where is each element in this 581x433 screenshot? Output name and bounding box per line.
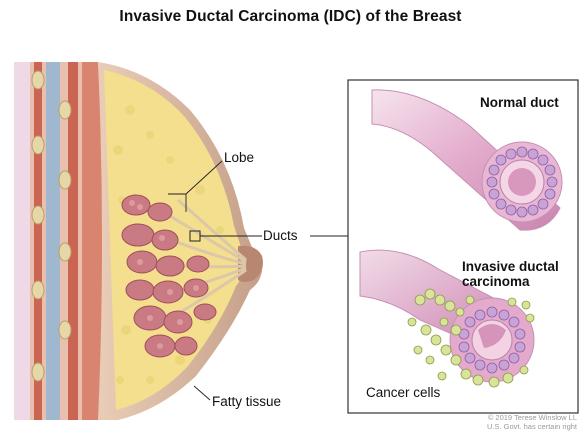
label-invasive-ductal-line2: carcinoma <box>462 274 530 289</box>
rib-column-2 <box>46 62 60 420</box>
label-fatty-tissue: Fatty tissue <box>212 394 281 409</box>
copyright-credit: © 2019 Terese Winslow LL U.S. Govt. has … <box>487 413 577 431</box>
label-invasive-ductal-line1: Invasive ductal <box>462 259 559 274</box>
breast-cross-section <box>14 62 263 420</box>
credit-line-2: U.S. Govt. has certain right <box>487 422 577 431</box>
label-normal-duct: Normal duct <box>480 95 559 110</box>
label-cancer-cells: Cancer cells <box>366 385 440 400</box>
label-ducts: Ducts <box>263 228 298 243</box>
chest-skin <box>14 62 30 420</box>
credit-line-1: © 2019 Terese Winslow LL <box>487 413 577 422</box>
label-lobe: Lobe <box>224 150 254 165</box>
pectoral-muscle <box>82 62 103 420</box>
